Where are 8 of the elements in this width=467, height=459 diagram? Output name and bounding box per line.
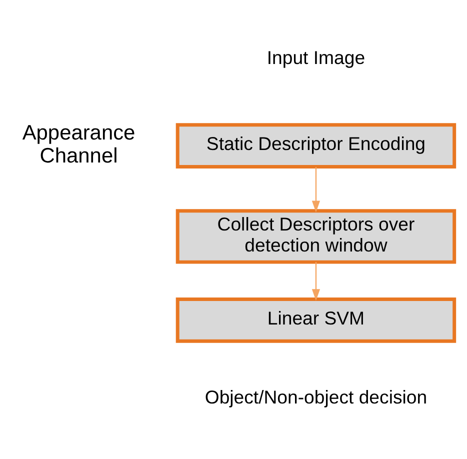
arrow — [311, 167, 320, 212]
node-box: Static Descriptor Encoding — [175, 123, 456, 168]
node-box: Collect Descriptors over detection window — [175, 209, 456, 264]
arrow — [311, 262, 320, 301]
node-box: Linear SVM — [175, 298, 456, 343]
label: Appearance Channel — [22, 121, 135, 168]
label: Object/Non-object decision — [204, 386, 427, 408]
label: Input Image — [266, 47, 365, 68]
